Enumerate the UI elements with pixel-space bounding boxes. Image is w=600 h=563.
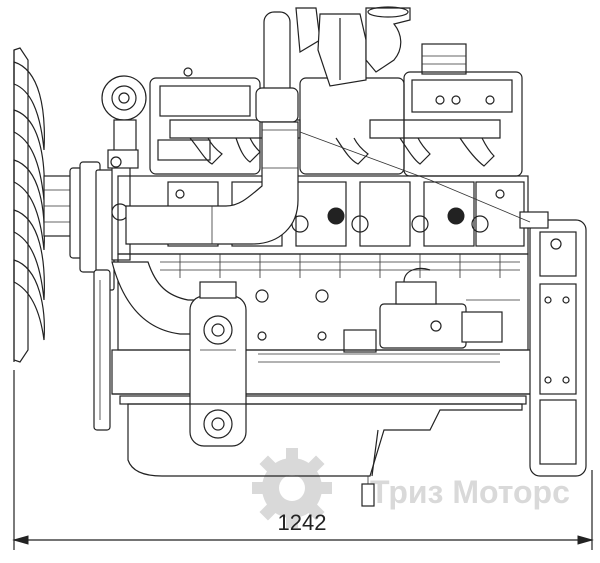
oil-cooler xyxy=(189,281,247,447)
coolant-pipe xyxy=(111,261,203,335)
cooling-fan xyxy=(13,47,73,363)
cylinder-heads xyxy=(149,43,523,177)
intake-pipe xyxy=(125,87,299,245)
watermark-text: Триз Моторс xyxy=(370,474,570,510)
front-pulley-assembly xyxy=(69,159,131,431)
dimension-label: 1242 xyxy=(278,510,327,535)
gear-logo-icon xyxy=(252,448,332,528)
exhaust-manifold xyxy=(157,119,501,167)
dipstick-tube xyxy=(429,179,531,223)
flywheel-housing xyxy=(519,211,587,477)
oil-pan xyxy=(127,403,523,507)
thermostat-housing xyxy=(101,75,147,169)
dimension-line: 1242 xyxy=(12,370,594,550)
starter-motor xyxy=(343,267,520,353)
block-ribs xyxy=(160,254,520,363)
turbocharger xyxy=(263,6,411,103)
watermark: Триз Моторс xyxy=(252,448,570,528)
